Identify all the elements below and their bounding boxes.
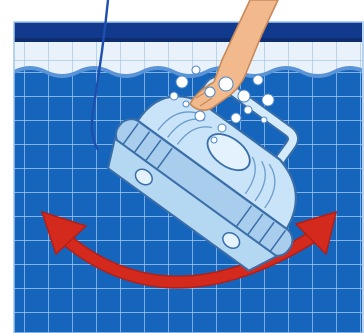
pool-cleaner-illustration — [0, 0, 364, 333]
